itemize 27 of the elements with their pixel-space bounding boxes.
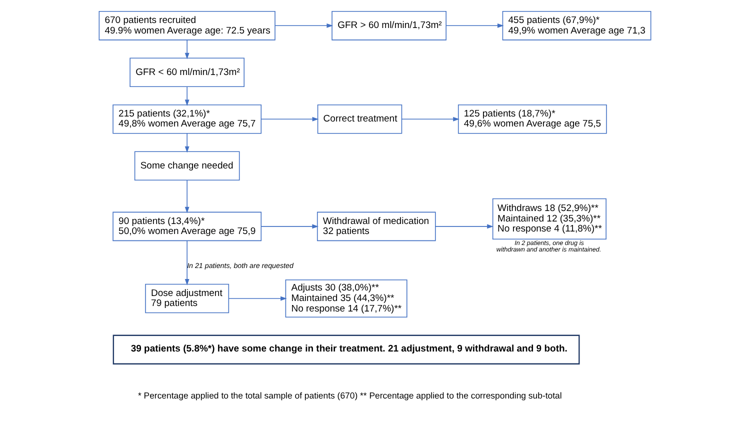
node-box: Withdrawal of medication 32 patients [316, 212, 436, 242]
node-box: 670 patients recruited 49.9% women Average age: 72.5 years [98, 11, 276, 40]
node-box: 125 patients (18,7%)* 49,6% women Average age 75,5 [458, 104, 607, 134]
node-box: Dose adjustment 79 patients [145, 284, 230, 314]
arrow [446, 23, 504, 28]
arrow [228, 296, 287, 301]
arrow [274, 23, 334, 28]
node-box: Correct treatment [317, 104, 402, 134]
node-box: Some change needed [134, 151, 240, 180]
arrow [184, 180, 190, 214]
arrow [184, 86, 190, 106]
arrow [261, 224, 319, 229]
arrow [184, 240, 190, 286]
arrow [402, 116, 460, 122]
node-box: 39 patients (5.8%*) have some change in their treatment. 21 adjustment, 9 withdrawal and 9 both. [112, 334, 580, 364]
arrow [435, 224, 494, 229]
label: * Percentage applied to the total sample of patients (670) ** Percentage applied to the corresponding sub-total [138, 390, 562, 401]
node-box: 455 patients (67,9%)* 49,9% women Average age 71,3 [502, 11, 652, 40]
node-box: Withdraws 18 (52,9%)** Maintained 12 (35,3%)** No response 4 (11,8%)** [492, 198, 606, 240]
node-box: GFR > 60 ml/min/1,73m² [332, 11, 446, 40]
node-box: 90 patients (13,4%)* 50,0% women Average age 75,9 [112, 212, 262, 242]
node-box: 215 patients (32,1%)* 49,8% women Average age 75,7 [112, 104, 262, 134]
node-box: GFR < 60 ml/min/1,73m² [130, 58, 245, 88]
node-box: Adjusts 30 (38,0%)** Maintained 35 (44,3%)** No response 14 (17,7%)** [285, 280, 408, 318]
arrow [184, 133, 190, 153]
arrow [260, 116, 319, 122]
arrow [184, 40, 190, 60]
